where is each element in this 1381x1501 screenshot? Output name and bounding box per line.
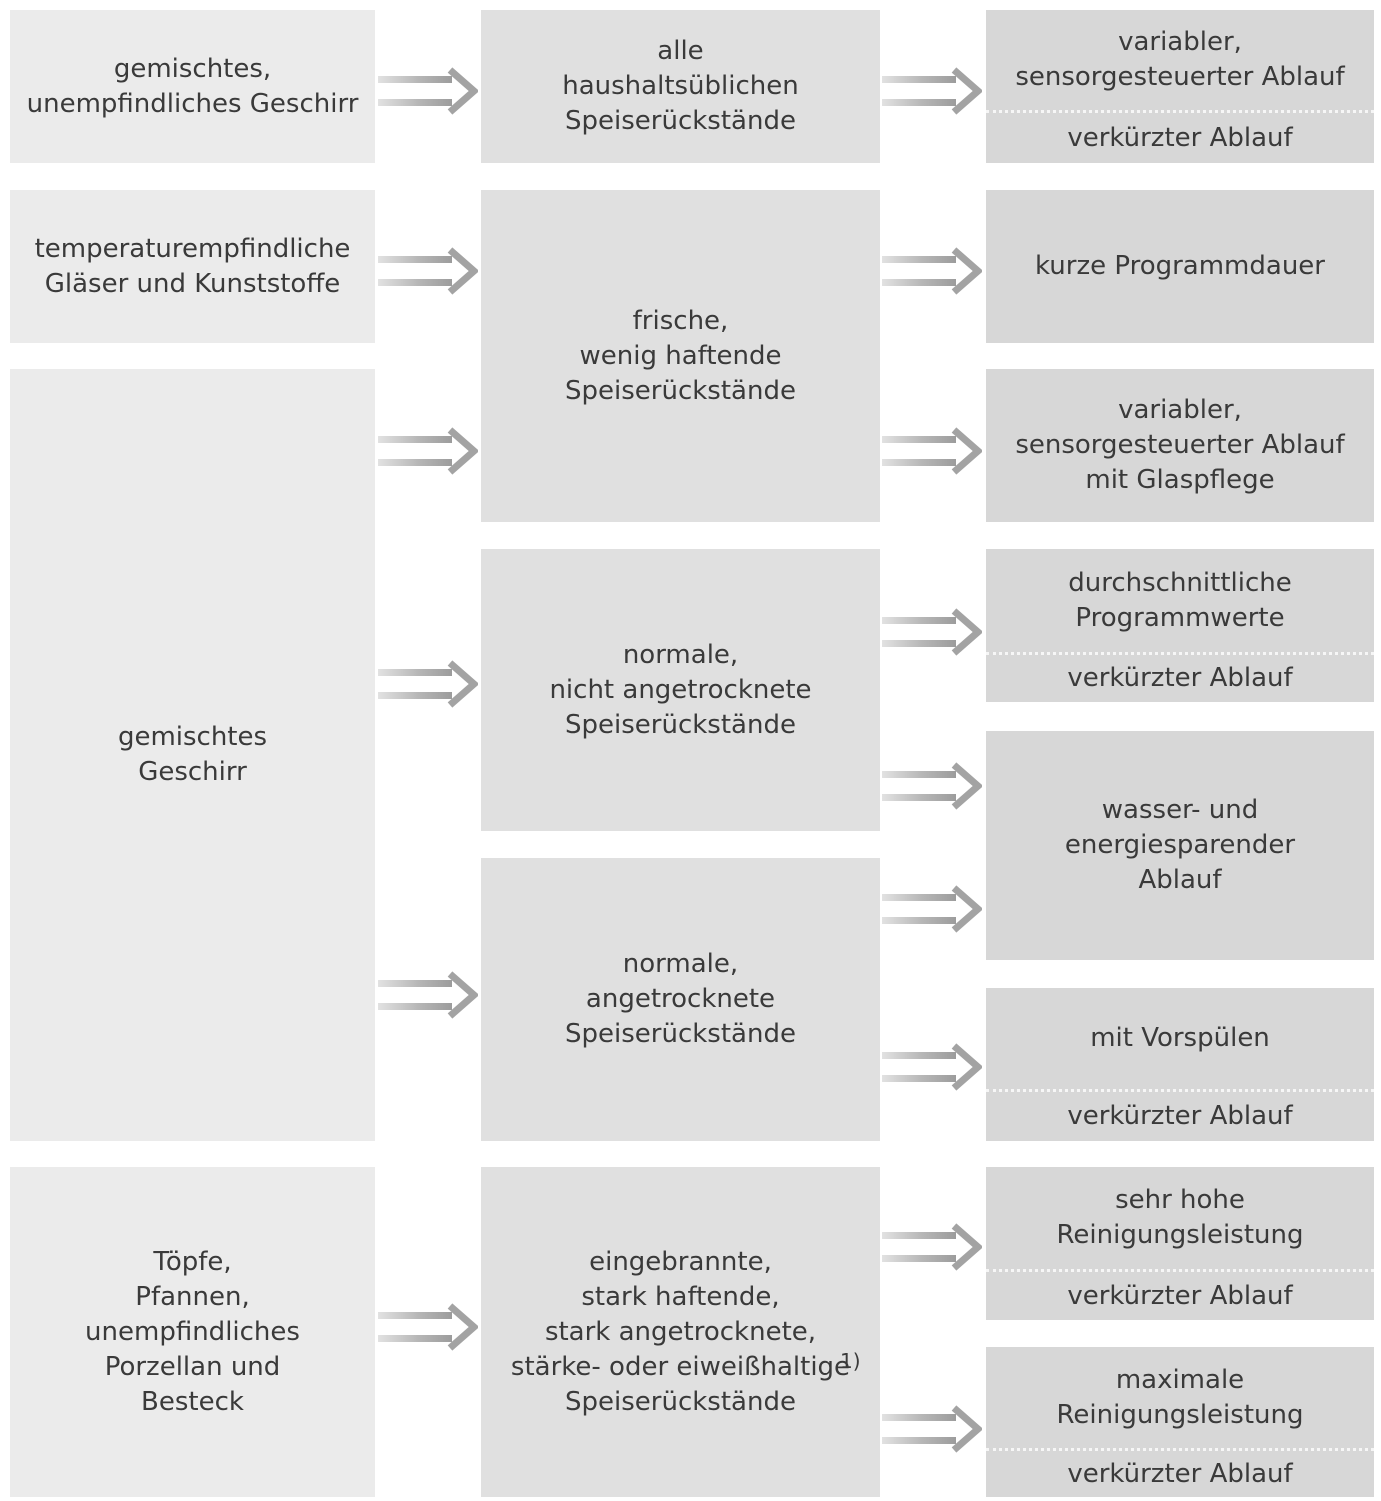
footnote-marker: 1) <box>840 1349 861 1373</box>
soil-heavy-burnt-box: eingebrannte, stark haftende, stark ange… <box>481 1167 880 1497</box>
dishes-pots-pans-box: Töpfe, Pfannen, unempfindliches Porzella… <box>10 1167 375 1497</box>
program-shortened-label: verkürzter Ablauf <box>1067 663 1293 693</box>
soil-normal-not-dried-label: normale, nicht angetrocknete Speiserücks… <box>549 639 812 740</box>
dishes-mixed-label: gemischtes Geschirr <box>117 722 268 787</box>
program-eco-box: wasser- und energiesparender Ablauf <box>986 731 1374 960</box>
program-short-duration-box: kurze Programmdauer <box>986 190 1374 343</box>
dishes-temperature-sensitive-label: temperaturempfindliche Gläser und Kunsts… <box>34 233 351 299</box>
program-shortened-label: verkürzter Ablauf <box>1067 1280 1293 1311</box>
program-maximum-cleaning-label: maximale Reinigungsleistung <box>986 1347 1374 1451</box>
soil-heavy-burnt-label: eingebrannte, stark haftende, stark ange… <box>510 1246 851 1417</box>
double-arrow-right-icon <box>882 66 982 116</box>
dishes-mixed-robust-label: gemischtes, unempfindliches Geschirr <box>26 53 359 119</box>
double-arrow-right-icon <box>882 884 982 934</box>
double-arrow-right-icon <box>378 246 478 296</box>
soil-all-household-label: alle haushaltsüblichen Speiserückstände <box>562 36 799 136</box>
dishes-mixed-box: gemischtes Geschirr <box>10 369 375 1141</box>
program-shortened-label: verkürzter Ablauf <box>1067 1458 1293 1489</box>
program-average-values-box: durchschnittliche Programmwerte verkürzt… <box>986 549 1374 702</box>
program-shortened-label: verkürzter Ablauf <box>1067 1101 1293 1131</box>
dishes-pots-pans-label: Töpfe, Pfannen, unempfindliches Porzella… <box>85 1246 300 1417</box>
program-short-duration-label: kurze Programmdauer <box>1035 251 1325 281</box>
program-variable-sensor-label: variabler, sensorgesteuerter Ablauf <box>986 10 1374 113</box>
double-arrow-right-icon <box>882 426 982 476</box>
double-arrow-right-icon <box>378 426 478 476</box>
program-very-high-cleaning-label: sehr hohe Reinigungsleistung <box>986 1167 1374 1272</box>
program-prerinse-box: mit Vorspülen verkürzter Ablauf <box>986 988 1374 1141</box>
program-shortened-label: verkürzter Ablauf <box>1067 122 1293 153</box>
double-arrow-right-icon <box>882 1222 982 1272</box>
soil-all-household-box: alle haushaltsüblichen Speiserückstände <box>481 10 880 163</box>
double-arrow-right-icon <box>378 66 478 116</box>
double-arrow-right-icon <box>882 607 982 657</box>
program-average-values-label: durchschnittliche Programmwerte <box>986 549 1374 655</box>
program-eco-label: wasser- und energiesparender Ablauf <box>1064 795 1296 895</box>
program-prerinse-label: mit Vorspülen <box>986 988 1374 1092</box>
double-arrow-right-icon <box>378 1302 478 1352</box>
double-arrow-right-icon <box>378 970 478 1020</box>
soil-fresh-light-label: frische, wenig haftende Speiserückstände <box>565 305 796 406</box>
program-very-high-cleaning-box: sehr hohe Reinigungsleistung verkürzter … <box>986 1167 1374 1320</box>
soil-normal-dried-box: normale, angetrocknete Speiserückstände <box>481 858 880 1141</box>
double-arrow-right-icon <box>882 1042 982 1092</box>
program-variable-sensor-box: variabler, sensorgesteuerter Ablauf verk… <box>986 10 1374 163</box>
program-variable-glasscare-label: variabler, sensorgesteuerter Ablauf mit … <box>1015 395 1345 495</box>
soil-fresh-light-box: frische, wenig haftende Speiserückstände <box>481 190 880 522</box>
dishes-temperature-sensitive-box: temperaturempfindliche Gläser und Kunsts… <box>10 190 375 343</box>
double-arrow-right-icon <box>882 761 982 811</box>
double-arrow-right-icon <box>882 1404 982 1454</box>
soil-normal-not-dried-box: normale, nicht angetrocknete Speiserücks… <box>481 549 880 831</box>
program-variable-glasscare-box: variabler, sensorgesteuerter Ablauf mit … <box>986 369 1374 522</box>
program-maximum-cleaning-box: maximale Reinigungsleistung verkürzter A… <box>986 1347 1374 1497</box>
double-arrow-right-icon <box>378 659 478 709</box>
dishes-mixed-robust-box: gemischtes, unempfindliches Geschirr <box>10 10 375 163</box>
double-arrow-right-icon <box>882 246 982 296</box>
soil-normal-dried-label: normale, angetrocknete Speiserückstände <box>565 949 796 1049</box>
